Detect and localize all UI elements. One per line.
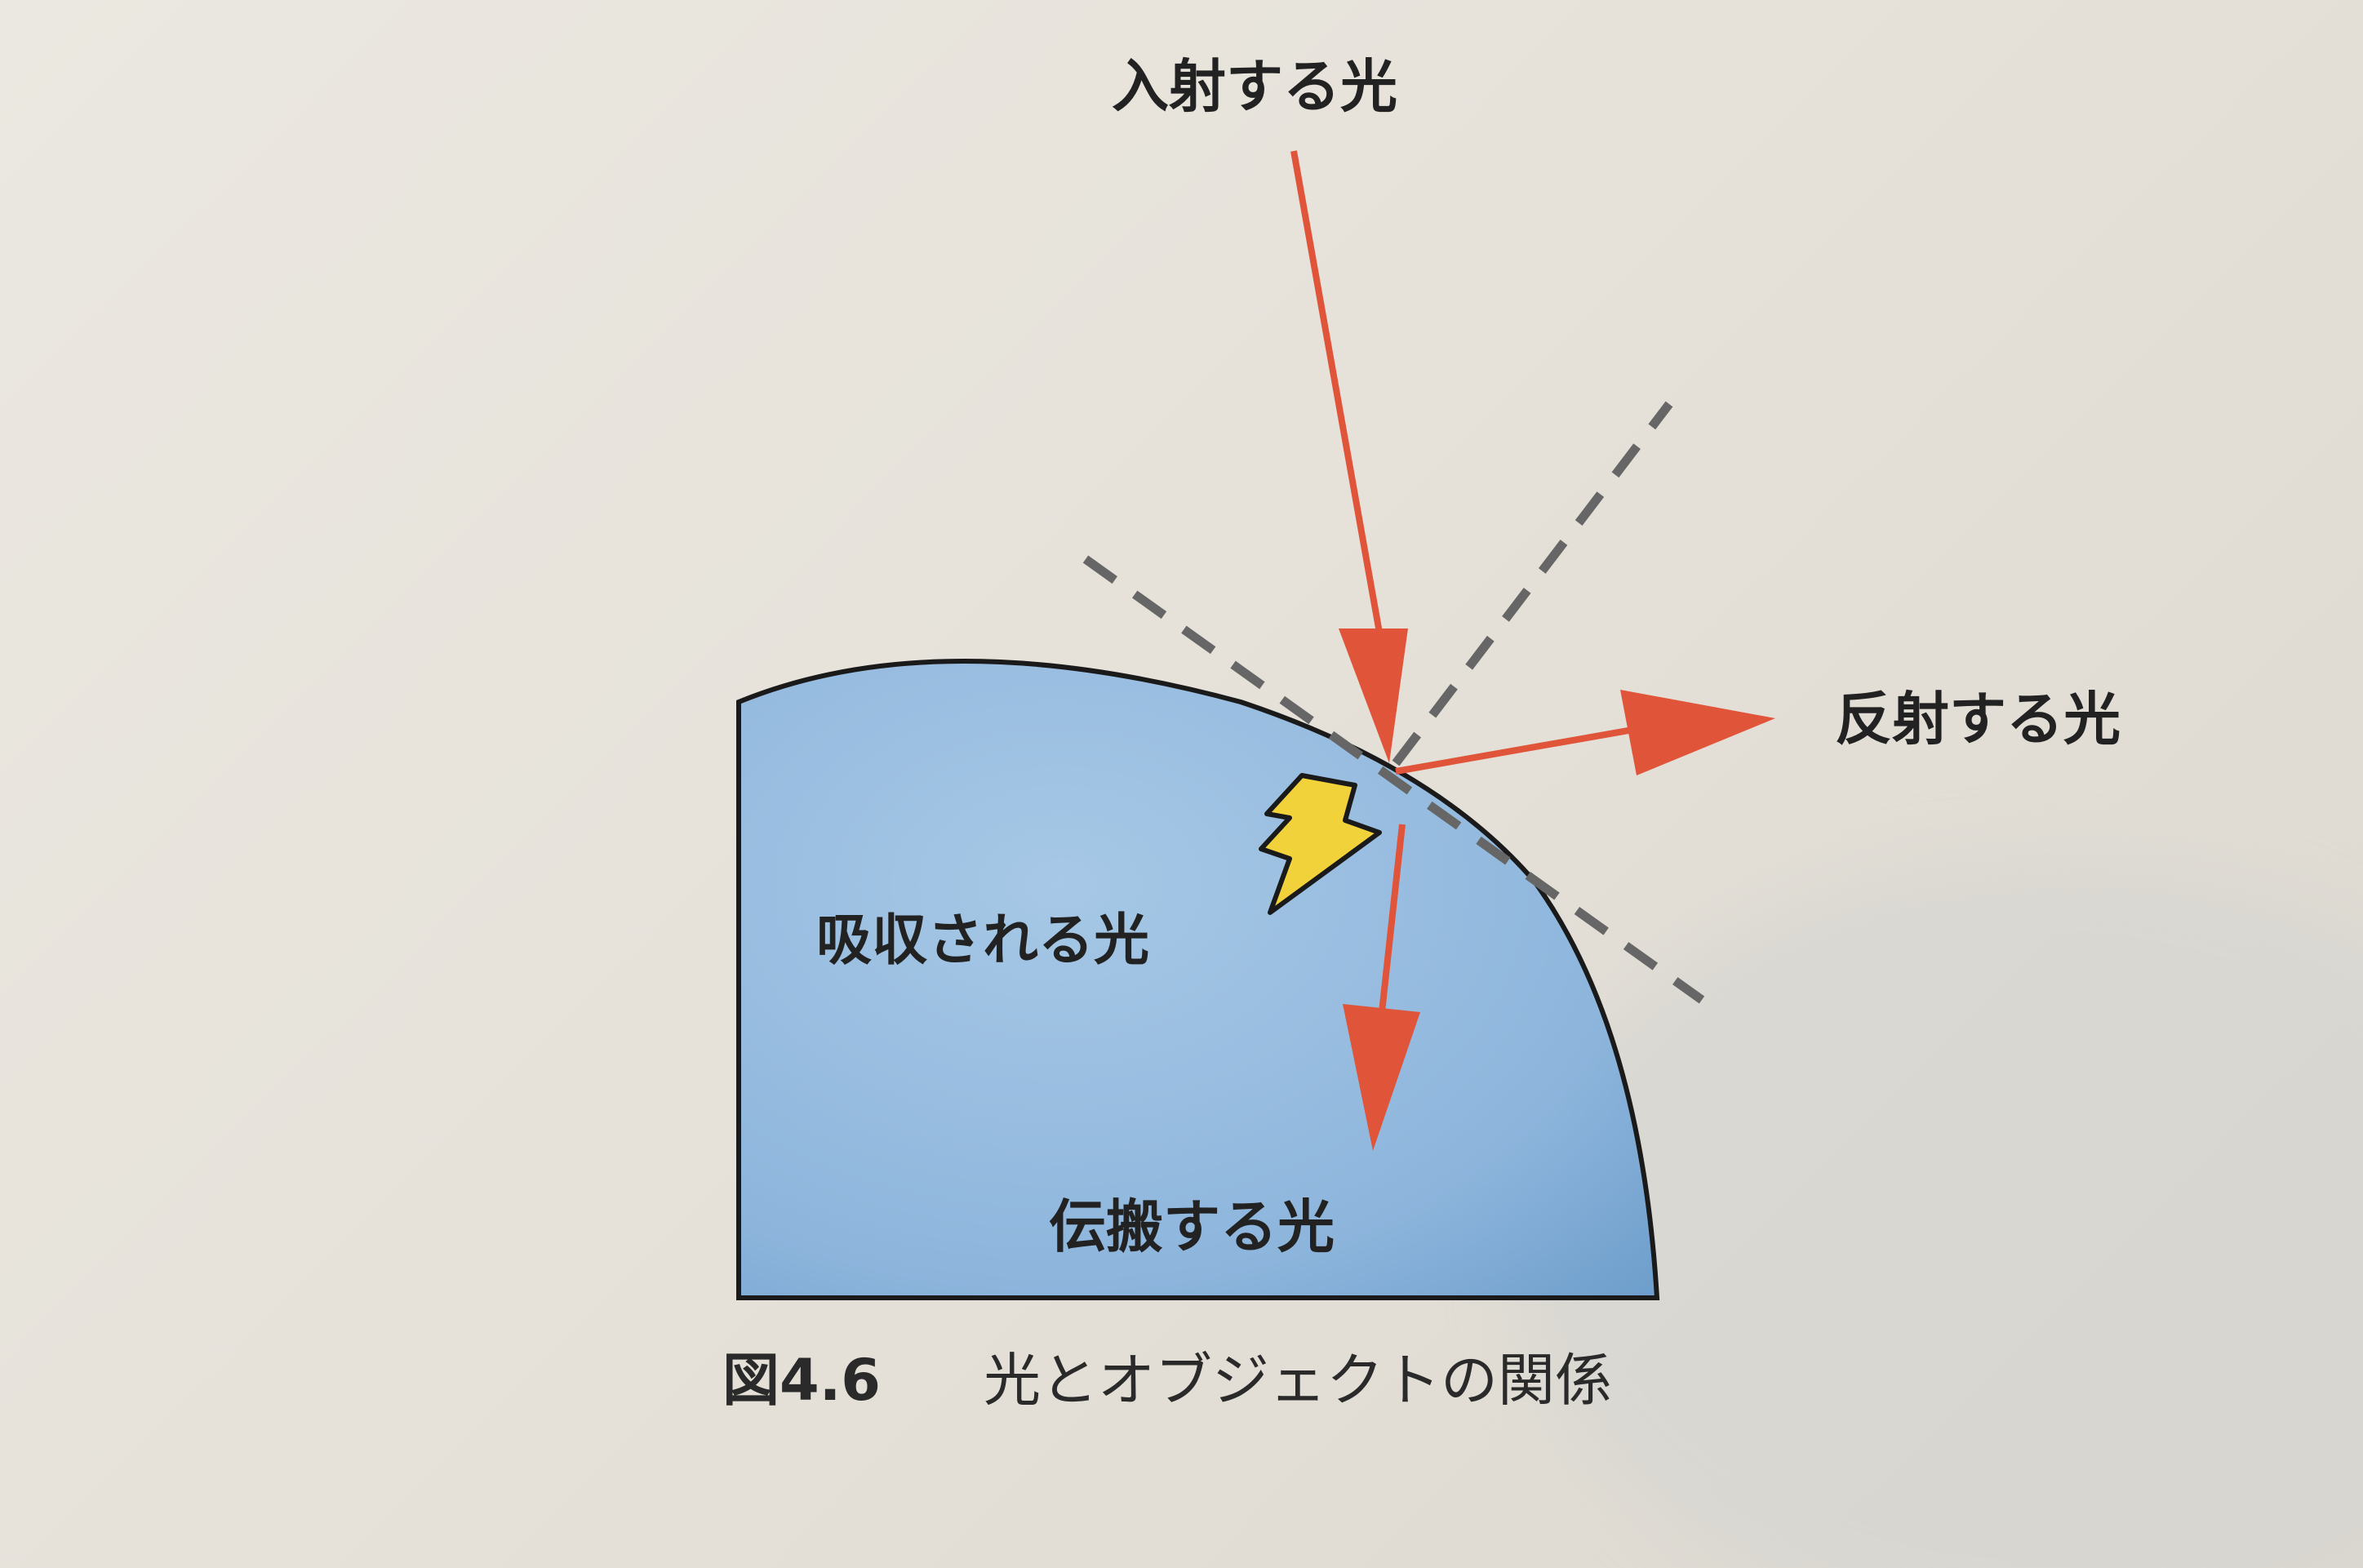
incident-label: 入射する光 [1112, 53, 1397, 120]
tangent-dashed-line [1082, 555, 1705, 1004]
object-shape [736, 659, 1660, 1300]
incident-arrow-shaft [1290, 150, 1383, 633]
normal-dashed-line [1392, 401, 1673, 766]
transmitted-arrowhead [1343, 1004, 1420, 1151]
figure-number: 図4.6 [722, 1347, 881, 1414]
figure-caption: 光とオブジェクトの関係 [984, 1347, 1612, 1414]
reflected-arrow-shaft [1395, 727, 1629, 775]
transmitted-label: 伝搬する光 [1049, 1193, 1335, 1260]
reflected-label: 反射する光 [1835, 686, 2121, 753]
absorbed-label: 吸収される光 [816, 908, 1149, 973]
reflected-arrowhead [1620, 690, 1775, 775]
incident-arrowhead [1339, 629, 1408, 763]
lightning-bolt-icon [1259, 773, 1382, 915]
transmitted-arrow-shaft [1379, 824, 1406, 1013]
